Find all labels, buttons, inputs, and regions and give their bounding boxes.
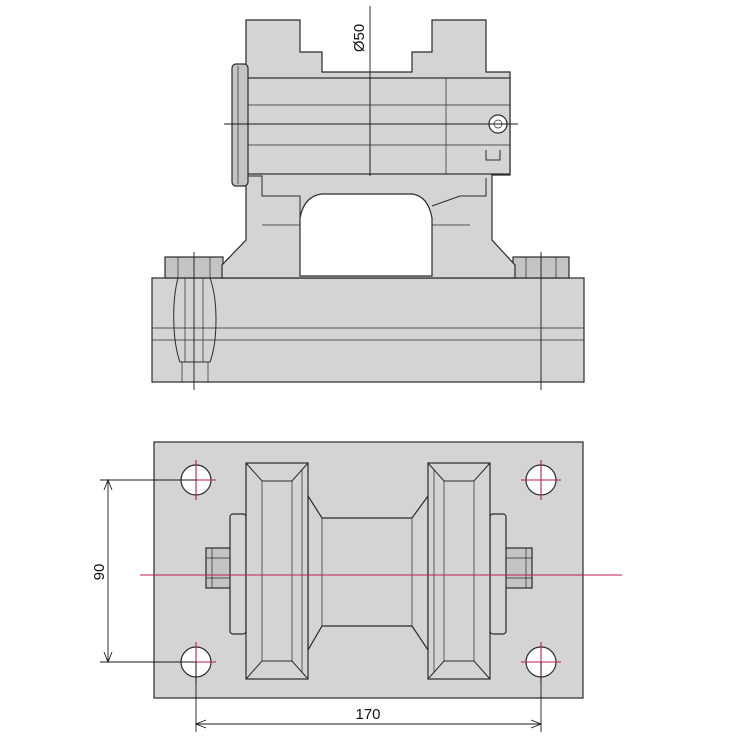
- pin-diameter-label: Ø50: [351, 24, 368, 52]
- bracket-window: [299, 193, 433, 277]
- boss-right: [489, 513, 507, 635]
- dimension-90: 90: [91, 478, 196, 664]
- roller-flange-left: [245, 462, 309, 680]
- plan-view: 90 170: [91, 441, 622, 732]
- base-plate-front: [151, 277, 585, 383]
- bolt-spacing-vertical-label: 90: [91, 564, 108, 581]
- roller-flange-right: [427, 462, 491, 680]
- front-view: Ø50: [151, 6, 585, 390]
- pin-end-right: [501, 547, 533, 589]
- dimension-170: 170: [194, 662, 543, 732]
- pin-shaft: [231, 63, 511, 187]
- boss-left: [229, 513, 247, 635]
- bolt-spacing-horizontal-label: 170: [355, 706, 380, 723]
